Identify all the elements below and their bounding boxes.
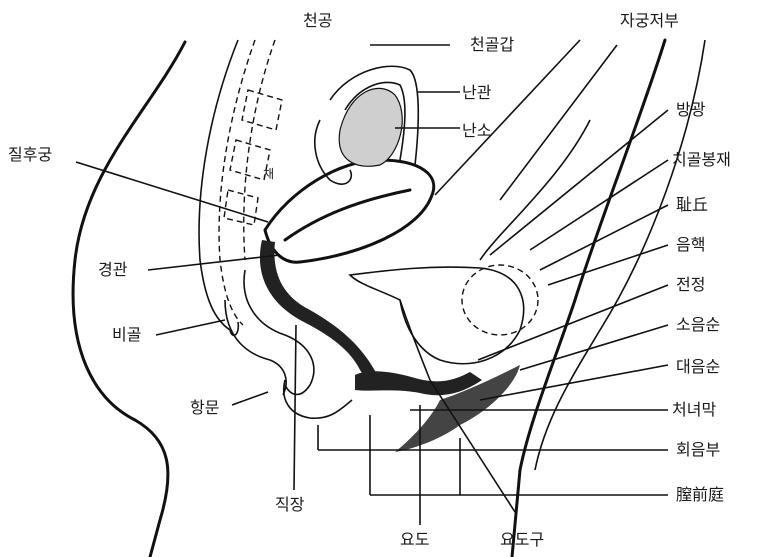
- label-mons: 耻丘: [676, 195, 708, 214]
- label-anus: 항문: [190, 398, 219, 417]
- label-fundus: 자궁저부: [620, 11, 679, 30]
- sacrum-dashed-1: [219, 40, 255, 325]
- label-ligament: 채: [263, 167, 274, 181]
- label-vagina: 요도: [400, 530, 429, 549]
- urethra: [400, 300, 430, 380]
- vaginal-canal: [260, 240, 380, 385]
- label-cervical-canal: 경관: [98, 260, 128, 279]
- pubic-bone-dashed: [462, 265, 538, 335]
- ovary-shape: [339, 88, 402, 166]
- label-vestibule-anterior: 전정: [676, 275, 705, 294]
- label-urethral-orifice: 요도구: [500, 530, 544, 549]
- vertebrae: [224, 90, 282, 225]
- abdominal-wall-outer: [512, 40, 665, 557]
- label-bladder: 방광: [676, 100, 706, 119]
- bladder-outline: [350, 267, 524, 364]
- back-outline: [73, 42, 185, 557]
- label-clitoris: 음핵: [676, 235, 705, 254]
- label-pubic-symphysis: 치골봉재: [672, 150, 731, 169]
- anal-area: [284, 380, 352, 418]
- uterine-cavity: [285, 190, 410, 240]
- label-vestibule: 膣前庭: [676, 485, 724, 504]
- label-labia-majora: 대음순: [676, 357, 720, 376]
- uterus-body: [265, 160, 434, 262]
- sacrum-outline: [199, 40, 238, 330]
- label-rectum: 직장: [275, 495, 305, 514]
- label-ovary: 난소: [462, 121, 491, 140]
- label-pelvic-cavity: 천공: [303, 11, 332, 30]
- label-hymen: 처녀막: [672, 400, 716, 419]
- label-promontory: 천골갑: [470, 35, 514, 54]
- label-coccyx: 비골: [112, 325, 141, 344]
- label-posterior-fornix: 질후궁: [8, 145, 52, 164]
- pubic-line: [480, 120, 590, 260]
- label-fallopian-tube: 난관: [462, 83, 492, 102]
- label-perineum: 회음부: [676, 440, 720, 459]
- label-labia-minora: 소음순: [676, 315, 720, 334]
